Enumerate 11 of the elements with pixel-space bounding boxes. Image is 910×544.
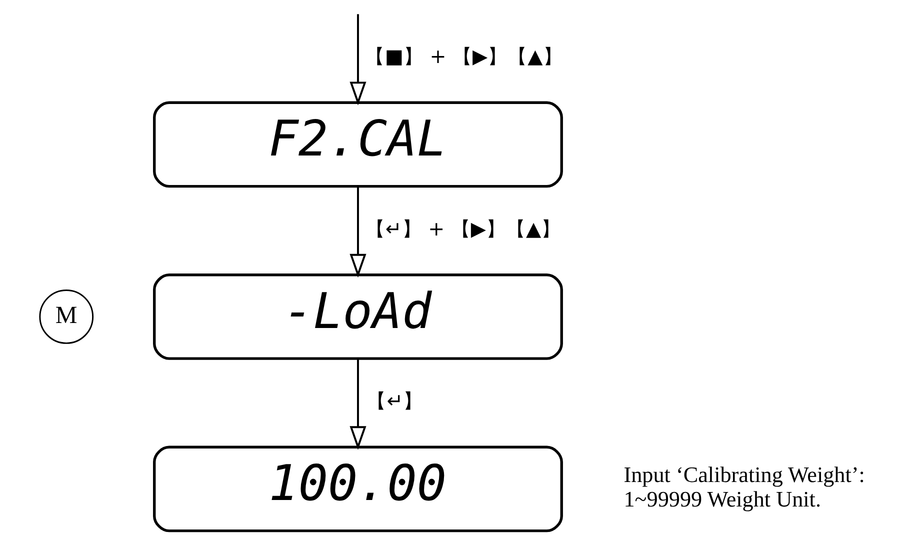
edge-label: 【↵】 [366,390,423,413]
node-box: F2.CAL [152,101,562,188]
node-circle: M [38,290,94,344]
node-box: 100.00 [152,446,562,532]
node-box: -LoAd [152,274,562,360]
node-label: Input ‘Calibrating Weight’: 1~99999 Weight Unit. [623,462,864,512]
arrow [349,14,366,106]
arrow [349,358,366,450]
edge-label: 【↵】 + 【▶】【▲】 [364,217,561,240]
edge-label: 【■】 + 【▶】【▲】 [364,45,562,68]
arrow [349,186,366,278]
